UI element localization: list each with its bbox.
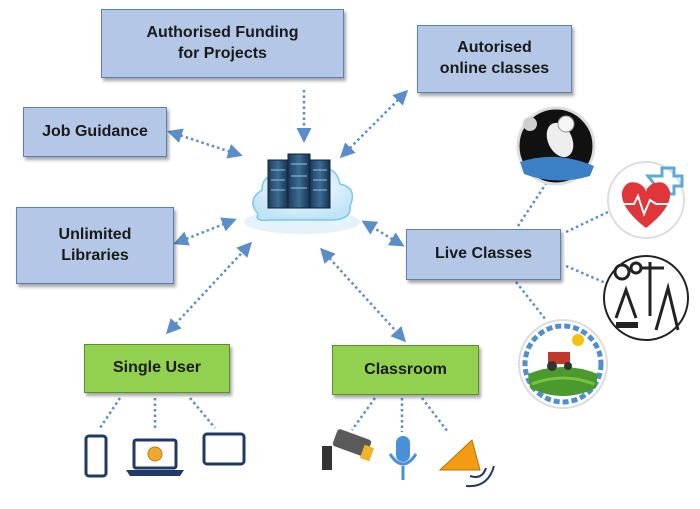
live-classes-box[interactable]: Live Classes [406,229,561,280]
connector-live [361,220,405,247]
single-user-box[interactable]: Single User [84,344,230,393]
online-classes-box[interactable]: Autorised online classes [417,25,572,93]
connector-online [339,89,409,159]
classroom-box[interactable]: Classroom [332,345,479,395]
connector-job [167,128,243,159]
cloud-server-icon [244,153,360,234]
authorised-funding-box[interactable]: Authorised Funding for Projects [101,9,344,78]
smartphone-icon [84,434,108,478]
medical-heart-icon [607,161,685,239]
microphone-icon [388,436,418,480]
cctv-camera-icon [322,429,375,470]
speaker-icon [438,439,495,488]
tablet-icon [202,432,246,466]
connector-libraries [173,217,237,246]
laptop-icon [126,438,184,476]
unlimited-libraries-box[interactable]: Unlimited Libraries [16,207,174,284]
connector-single-user [165,241,253,335]
agriculture-icon [518,319,608,409]
astronaut-space-icon [516,106,596,186]
connector-classroom [319,247,407,343]
job-guidance-box[interactable]: Job Guidance [23,107,167,157]
engineering-tools-icon [603,255,689,341]
